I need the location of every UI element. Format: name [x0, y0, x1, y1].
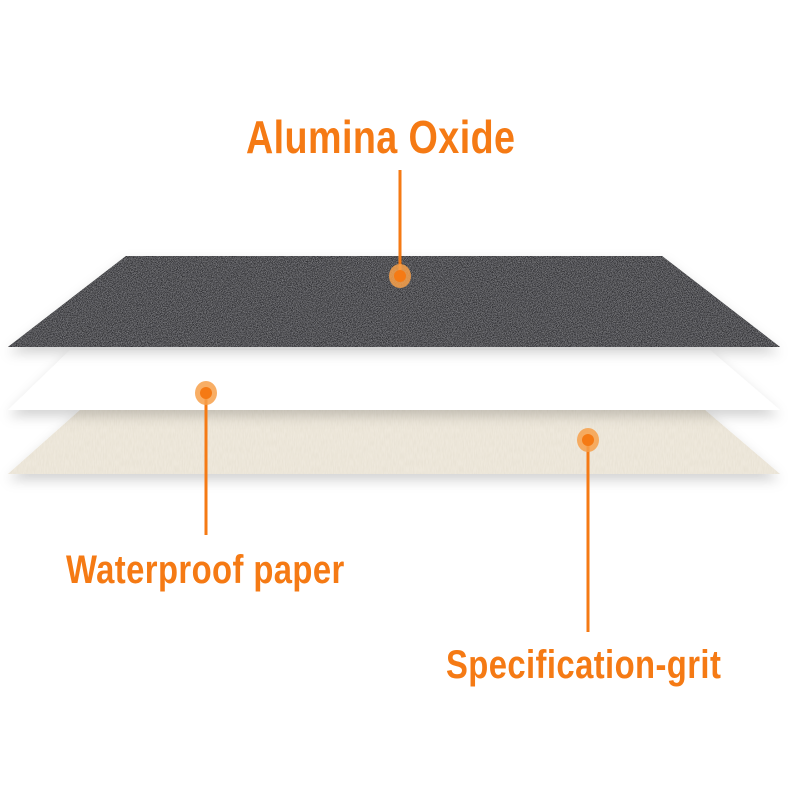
- waterproof-paper-layer: [8, 350, 780, 410]
- grit-texture: [8, 256, 780, 347]
- backing-texture: [8, 410, 780, 474]
- waterproof-marker-core: [200, 387, 212, 399]
- specification-grit-label: Specification-grit: [446, 643, 722, 687]
- alumina-oxide-label: Alumina Oxide: [246, 111, 516, 163]
- waterproof-paper-label: Waterproof paper: [66, 548, 345, 592]
- alumina-marker-core: [394, 270, 406, 282]
- spec-marker-core: [582, 434, 594, 446]
